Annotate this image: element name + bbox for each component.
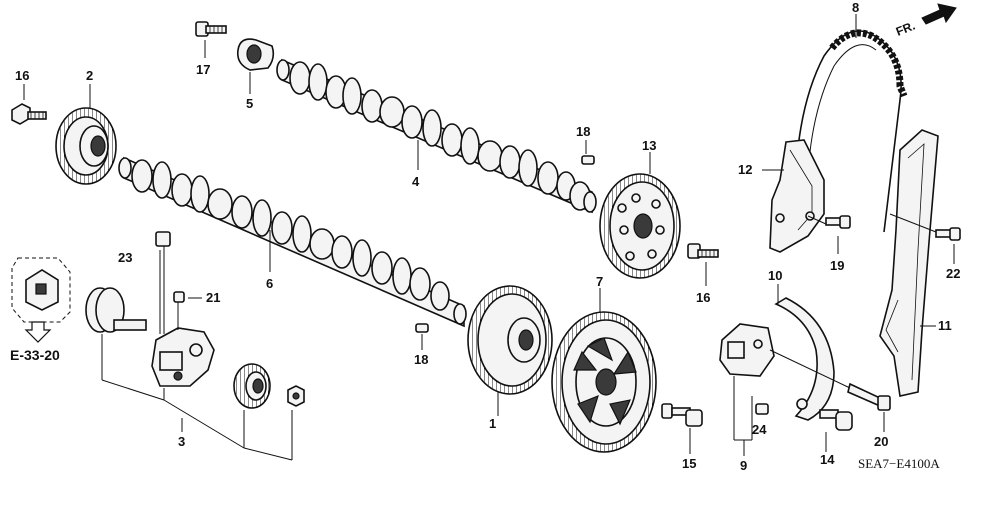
bolt-part-20	[769, 349, 891, 432]
bolt-part-19	[807, 215, 851, 254]
callout-11: 11	[938, 318, 952, 333]
callout-5: 5	[246, 96, 253, 111]
pump-assembly-part-3	[85, 231, 305, 461]
callout-18-upper: 18	[576, 124, 590, 139]
tensioner-cover-part-10	[774, 284, 835, 421]
callout-1: 1	[489, 416, 496, 431]
callout-17: 17	[196, 62, 210, 77]
bolt-part-16-top	[11, 84, 47, 125]
bolt-part-22	[889, 213, 961, 264]
callout-12: 12	[738, 162, 752, 177]
cam-gear-part-1	[467, 285, 553, 416]
key-part-18-lower	[415, 323, 429, 350]
pulser-plate-part-5	[236, 38, 275, 94]
front-direction-label: FR.	[894, 19, 917, 39]
callout-2: 2	[86, 68, 93, 83]
callout-10: 10	[768, 268, 782, 283]
callout-18-lower: 18	[414, 352, 428, 367]
callout-21: 21	[206, 290, 220, 305]
front-direction-arrow	[921, 3, 957, 25]
cam-sprocket-part-13	[599, 152, 681, 279]
callout-22: 22	[946, 266, 960, 281]
camshaft-part-4	[276, 58, 597, 214]
cam-gear-part-2	[55, 84, 117, 185]
callout-8: 8	[852, 0, 859, 15]
callout-3: 3	[178, 434, 185, 449]
camshaft-part-6	[118, 156, 467, 328]
callout-15: 15	[682, 456, 696, 471]
callout-labels: 1 2 3 4 5 6 7 8 9 10 11 12 13 14 15 16 1…	[15, 0, 960, 473]
callout-4: 4	[412, 174, 420, 189]
key-part-18-upper	[581, 140, 595, 165]
dowel-part-24	[755, 403, 769, 415]
callout-6: 6	[266, 276, 273, 291]
chain-guide-part-12	[762, 139, 825, 253]
tensioner-part-9	[719, 323, 775, 456]
cam-sprocket-part-7	[551, 288, 657, 453]
callout-16-middle: 16	[696, 290, 710, 305]
diagram-code: SEA7−E4100A	[858, 456, 940, 471]
callout-24: 24	[752, 422, 767, 437]
callout-9: 9	[740, 458, 747, 473]
bolt-part-15	[661, 403, 703, 454]
callout-16-top: 16	[15, 68, 29, 83]
bolt-part-14	[819, 409, 853, 452]
reference-label: E-33-20	[10, 347, 60, 363]
callout-7: 7	[596, 274, 603, 289]
callout-23: 23	[118, 250, 132, 265]
bolt-part-16-middle	[687, 243, 719, 286]
tensioner-arm-part-11	[879, 129, 939, 397]
callout-20: 20	[874, 434, 888, 449]
callout-14: 14	[820, 452, 835, 467]
callout-19: 19	[830, 258, 844, 273]
reference-box	[11, 257, 71, 343]
callout-13: 13	[642, 138, 656, 153]
bolt-part-17	[195, 21, 227, 58]
